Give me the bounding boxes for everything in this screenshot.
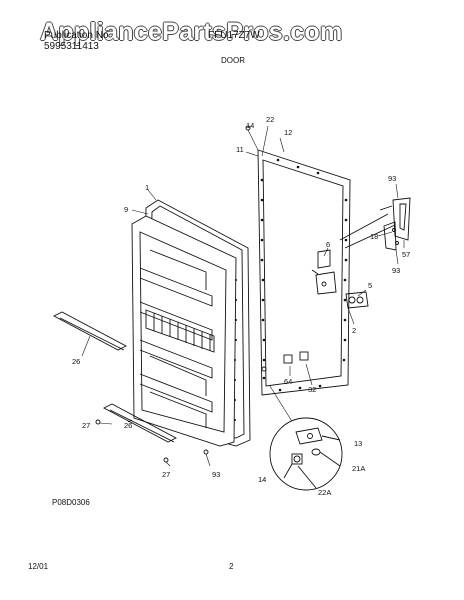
watermark-text: AppliancePartsPros.com	[40, 18, 343, 46]
door-shelf-bar	[53, 311, 127, 351]
section-title: DOOR	[221, 56, 245, 65]
outer-door-panel	[257, 149, 351, 396]
callout-21a: 21A	[352, 464, 365, 473]
publication-number: 5995311413	[44, 41, 99, 52]
page-number: 2	[229, 562, 234, 571]
revision-date: 12/01	[28, 562, 49, 571]
callout-32: 32	[308, 385, 316, 394]
callout-6: 6	[326, 240, 330, 249]
callout-9: 9	[124, 205, 128, 214]
callout-18: 18	[370, 232, 378, 241]
callout-57: 57	[402, 250, 410, 259]
drawing-code: P08D0306	[52, 498, 90, 507]
inset-detail-circle	[269, 417, 343, 491]
callout-leaders	[81, 125, 405, 467]
hinge-parts	[311, 249, 369, 309]
callout-27-upper: 27	[82, 421, 90, 430]
callout-22a: 22A	[318, 488, 331, 497]
callout-22: 22	[266, 115, 274, 124]
callout-12: 12	[284, 128, 292, 137]
handle-bracket-assembly	[339, 197, 411, 251]
callout-13: 13	[354, 439, 362, 448]
callout-26-upper: 26	[72, 357, 80, 366]
model-number: FFU17Z7W	[208, 30, 260, 41]
callout-14-inset: 14	[258, 475, 266, 484]
callout-93-top: 93	[388, 174, 396, 183]
callout-5: 5	[368, 281, 372, 290]
publication-label: Publication No	[44, 30, 109, 41]
callout-2: 2	[352, 326, 356, 335]
callout-27-lower: 27	[162, 470, 170, 479]
lower-shelf-bar	[103, 403, 177, 443]
callout-1: 1	[145, 183, 149, 192]
callout-11: 11	[236, 145, 244, 154]
callout-64: 64	[284, 377, 292, 386]
callout-26-lower: 26	[124, 421, 132, 430]
inner-door-liner	[131, 215, 237, 447]
callout-93-bottom: 93	[212, 470, 220, 479]
callout-93-mid: 93	[392, 266, 400, 275]
callout-14-top: 14	[246, 121, 254, 130]
